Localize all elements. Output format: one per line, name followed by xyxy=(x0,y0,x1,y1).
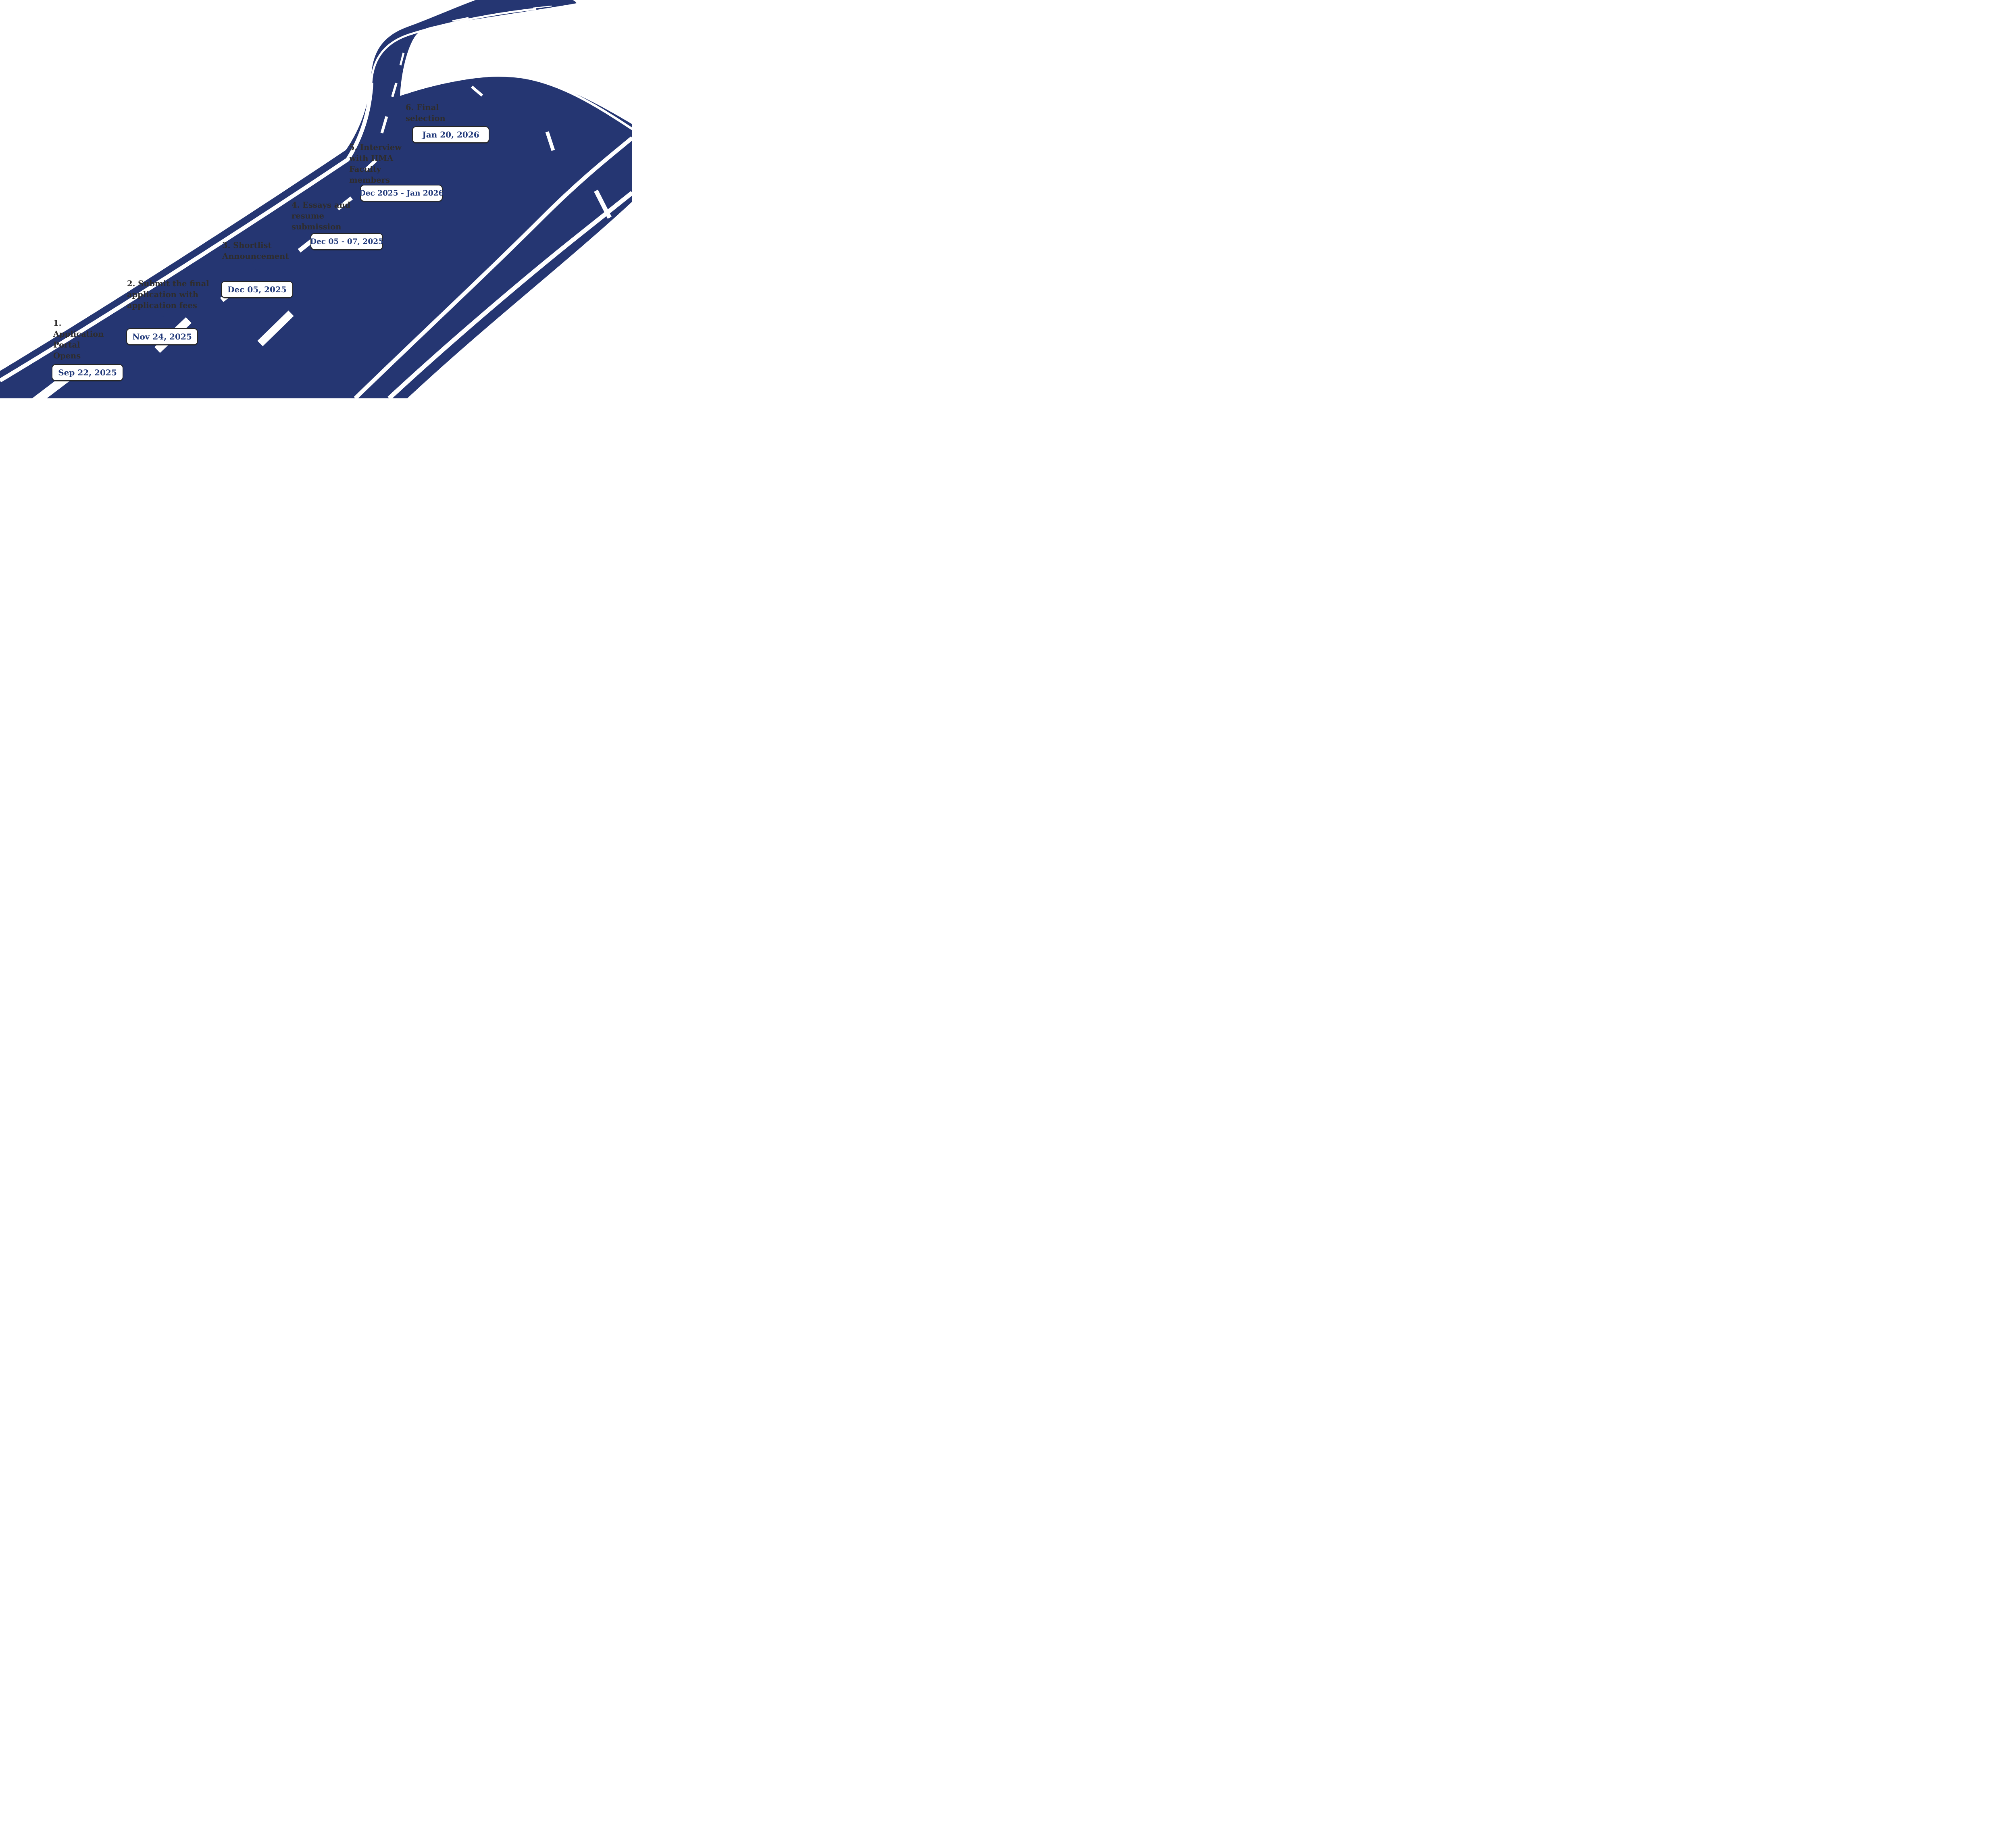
milestone-5-date-box: Dec 2025 - Jan 2026 xyxy=(359,185,444,202)
milestone-title-line: selection xyxy=(406,114,446,123)
milestone-title-line: 1. xyxy=(53,319,62,328)
milestone-5-pin-icon xyxy=(397,161,406,186)
milestone-title-line: Announcement xyxy=(222,252,289,261)
milestone-1-pin-icon xyxy=(82,339,92,366)
milestone-2-pin-icon xyxy=(157,305,168,330)
milestone-title-line: 6. Final xyxy=(406,103,439,112)
milestone-6-date-box: Jan 20, 2026 xyxy=(412,126,489,143)
milestone-title-line: 4. Essays and xyxy=(292,200,351,210)
milestone-title-line: submission xyxy=(292,222,342,231)
milestone-title-line: with IIMA xyxy=(349,154,394,163)
road-dash xyxy=(380,116,388,133)
milestone-1-date: Sep 22, 2025 xyxy=(58,368,117,377)
milestone-5-title: 5. Interview with IIMA Faculty members xyxy=(349,142,402,185)
road-dash xyxy=(545,131,555,151)
milestone-2-date-box: Nov 24, 2025 xyxy=(126,328,198,345)
milestone-title-line: application fees xyxy=(127,301,197,310)
milestone-title-line: 5. Interview xyxy=(349,143,402,152)
road-lane-line-return xyxy=(354,136,632,398)
milestone-2-date: Nov 24, 2025 xyxy=(132,332,192,342)
road-edge-line-left xyxy=(0,82,373,383)
milestone-3-title: 3. Shortlist Announcement xyxy=(222,240,289,262)
road-edge-line-curve-top xyxy=(370,8,537,83)
milestone-title-line: Application xyxy=(53,329,104,339)
road-edge-line-far-wedge xyxy=(428,11,566,34)
milestone-4-pin-icon xyxy=(340,212,350,235)
milestone-6-title: 6. Final selection xyxy=(406,102,446,124)
milestone-title-line: application with xyxy=(127,290,198,299)
milestone-title-line: Portal xyxy=(53,340,80,350)
road-edge-line-sweep-outer xyxy=(387,191,632,398)
milestone-4-title: 4. Essays and resume submission xyxy=(292,200,350,232)
road-surface xyxy=(0,0,632,398)
road-dash xyxy=(391,83,398,97)
milestone-6-pin-icon xyxy=(446,104,455,128)
milestone-title-line: Faculty xyxy=(349,165,381,174)
milestone-3-pin-icon xyxy=(252,259,262,283)
milestone-title-line: Opens xyxy=(53,351,81,360)
milestone-title-line: resume xyxy=(292,211,324,221)
road-dash xyxy=(337,196,353,210)
road-dash xyxy=(418,31,425,39)
road-dash xyxy=(399,52,405,66)
road-dash xyxy=(496,11,516,15)
milestone-title-line: 2. Submit the final xyxy=(127,279,209,288)
road-dash xyxy=(257,310,294,346)
milestone-title-line: members xyxy=(349,175,390,185)
road-dash xyxy=(533,5,552,9)
road-dash xyxy=(452,17,469,22)
milestone-4-date-box: Dec 05 - 07, 2025 xyxy=(310,233,383,250)
roadmap-infographic: 1. Application Portal Opens Sep 22, 2025… xyxy=(0,0,632,398)
road-dash xyxy=(594,189,612,219)
road-dash xyxy=(471,85,483,97)
milestone-3-date: Dec 05, 2025 xyxy=(227,285,287,294)
milestone-1-title: 1. Application Portal Opens xyxy=(53,318,104,361)
milestone-2-title: 2. Submit the final application with app… xyxy=(127,278,209,311)
milestone-3-date-box: Dec 05, 2025 xyxy=(221,281,293,298)
road-dash xyxy=(364,159,377,171)
road-edge-line-sweep-top xyxy=(406,74,632,130)
milestone-4-date: Dec 05 - 07, 2025 xyxy=(310,237,383,246)
milestone-1-date-box: Sep 22, 2025 xyxy=(52,364,123,381)
milestone-title-line: 3. Shortlist xyxy=(222,241,272,250)
milestone-5-date: Dec 2025 - Jan 2026 xyxy=(359,189,444,198)
milestone-6-date: Jan 20, 2026 xyxy=(422,130,479,140)
